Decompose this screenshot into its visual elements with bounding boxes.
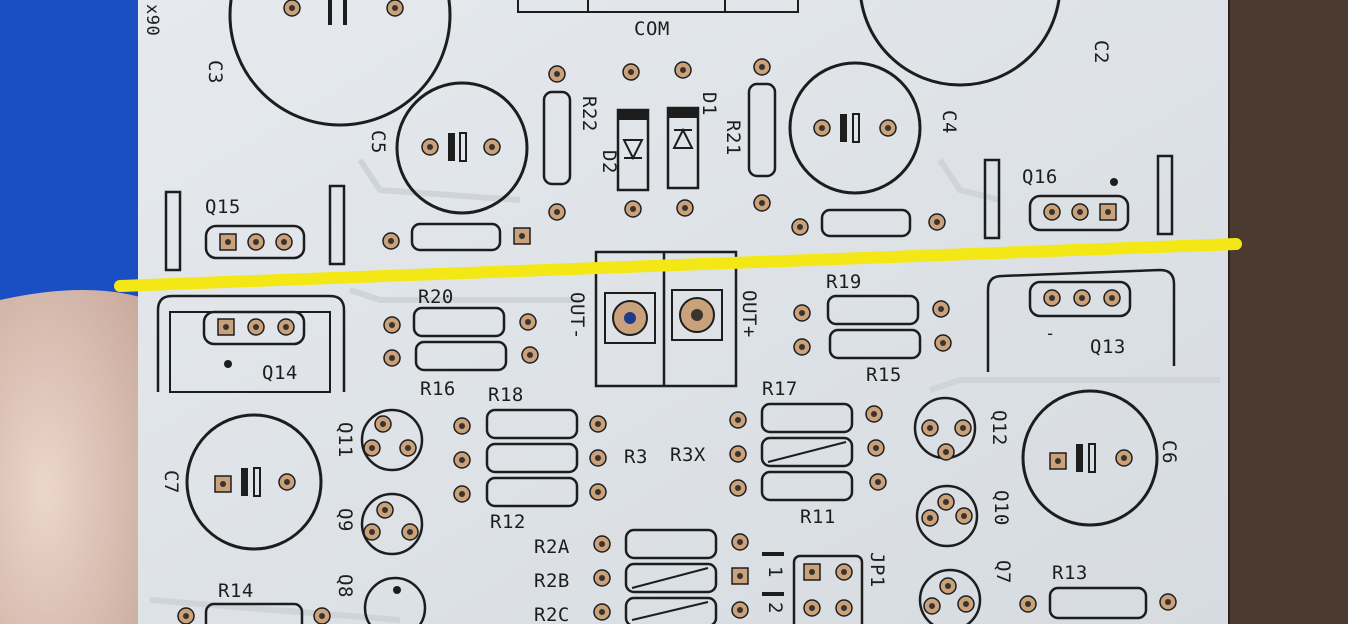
label-r15: R15 bbox=[866, 364, 902, 386]
label-q11: Q11 bbox=[334, 422, 356, 458]
label-r16: R16 bbox=[420, 378, 456, 400]
label-r21: R21 bbox=[722, 120, 744, 156]
blue-sleeve bbox=[0, 0, 150, 330]
yellow-highlight-line bbox=[114, 238, 1242, 292]
label-r12: R12 bbox=[490, 511, 526, 533]
label-c2: C2 bbox=[1090, 40, 1112, 64]
label-q7: Q7 bbox=[992, 560, 1014, 584]
label-jp-1: 1 bbox=[764, 566, 786, 578]
label-c6: C6 bbox=[1158, 440, 1180, 464]
label-c5: C5 bbox=[367, 130, 389, 154]
label-minus: - bbox=[1045, 324, 1056, 344]
label-r2b: R2B bbox=[534, 570, 570, 592]
label-r14: R14 bbox=[218, 580, 254, 602]
label-q16: Q16 bbox=[1022, 166, 1058, 188]
label-r20: R20 bbox=[418, 286, 454, 308]
label-out-minus: OUT- bbox=[566, 292, 588, 340]
label-d1: D1 bbox=[698, 92, 720, 116]
label-c3: C3 bbox=[204, 60, 226, 84]
label-r17: R17 bbox=[762, 378, 798, 400]
label-q15: Q15 bbox=[205, 196, 241, 218]
label-q12: Q12 bbox=[988, 410, 1010, 446]
label-r22: R22 bbox=[578, 96, 600, 132]
label-r3: R3 bbox=[624, 446, 648, 468]
label-jp1: JP1 bbox=[866, 552, 888, 588]
hand bbox=[0, 290, 150, 624]
label-com: COM bbox=[634, 18, 670, 40]
label-out-plus: OUT+ bbox=[738, 290, 760, 338]
label-c7: C7 bbox=[160, 470, 182, 494]
label-r3x: R3X bbox=[670, 444, 706, 466]
label-q10: Q10 bbox=[990, 490, 1012, 526]
label-q13: Q13 bbox=[1090, 336, 1126, 358]
label-r2a: R2A bbox=[534, 536, 570, 558]
label-q9: Q9 bbox=[334, 508, 356, 532]
label-q14: Q14 bbox=[262, 362, 298, 384]
label-r11: R11 bbox=[800, 506, 836, 528]
label-jp-2: 2 bbox=[764, 602, 786, 614]
label-corner: x90 bbox=[142, 4, 162, 37]
label-r18: R18 bbox=[488, 384, 524, 406]
label-r19: R19 bbox=[826, 271, 862, 293]
label-r2c: R2C bbox=[534, 604, 570, 624]
label-c4: C4 bbox=[938, 110, 960, 134]
label-q8: Q8 bbox=[334, 574, 356, 598]
label-d2: D2 bbox=[598, 150, 620, 174]
label-r13: R13 bbox=[1052, 562, 1088, 584]
